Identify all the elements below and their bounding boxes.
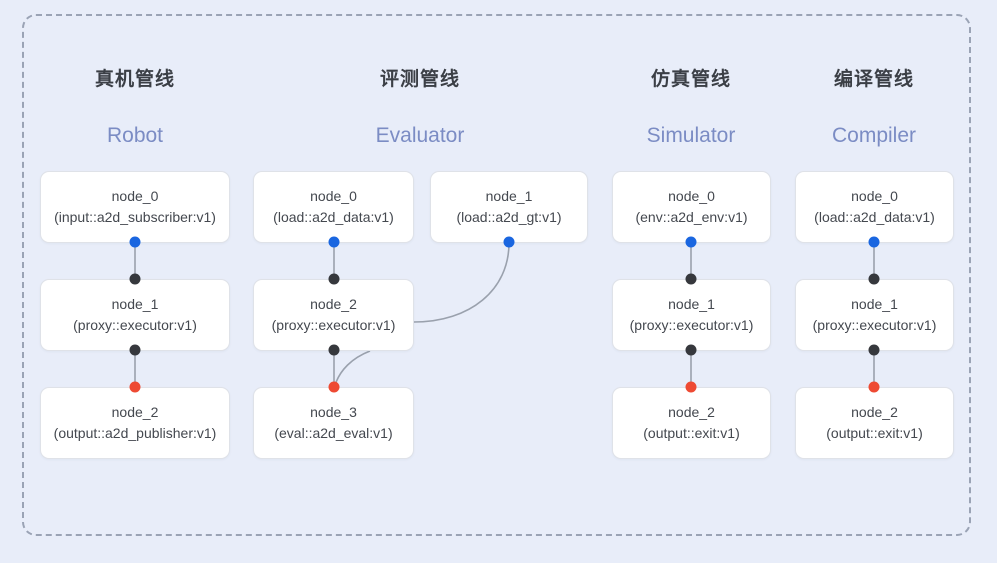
node-simulator-0[interactable]: node_0 (env::a2d_env:v1) — [612, 171, 771, 243]
port-output-evaluator-1[interactable] — [503, 236, 515, 248]
port-input-evaluator-2[interactable] — [328, 273, 340, 285]
node-name: node_1 — [485, 188, 533, 204]
node-robot-2[interactable]: node_2 (output::a2d_publisher:v1) — [40, 387, 230, 459]
node-type: (proxy::executor:v1) — [271, 317, 396, 333]
column-title-en-compiler: Compiler — [831, 124, 917, 147]
column-title-en-simulator: Simulator — [646, 124, 736, 147]
node-robot-0[interactable]: node_0 (input::a2d_subscriber:v1) — [40, 171, 230, 243]
column-title-en-robot: Robot — [106, 124, 164, 147]
node-type: (proxy::executor:v1) — [812, 317, 937, 333]
node-name: node_0 — [310, 188, 357, 204]
diagram-frame — [22, 14, 971, 536]
node-type: (load::a2d_data:v1) — [273, 209, 394, 225]
node-type: (input::a2d_subscriber:v1) — [54, 209, 216, 225]
node-name: node_1 — [851, 296, 898, 312]
node-name: node_2 — [111, 404, 159, 420]
node-type: (proxy::executor:v1) — [629, 317, 754, 333]
node-name: node_1 — [668, 296, 715, 312]
node-evaluator-3[interactable]: node_3 (eval::a2d_eval:v1) — [253, 387, 414, 459]
port-output-compiler-0[interactable] — [868, 236, 880, 248]
port-output-evaluator-2[interactable] — [328, 344, 340, 356]
column-title-en-evaluator: Evaluator — [375, 124, 465, 147]
node-type: (output::exit:v1) — [826, 425, 923, 441]
node-type: (proxy::executor:v1) — [73, 317, 197, 333]
node-type: (env::a2d_env:v1) — [635, 209, 748, 225]
node-evaluator-0[interactable]: node_0 (load::a2d_data:v1) — [253, 171, 414, 243]
node-simulator-1[interactable]: node_1 (proxy::executor:v1) — [612, 279, 771, 351]
node-name: node_0 — [668, 188, 715, 204]
node-type: (load::a2d_gt:v1) — [456, 209, 562, 225]
port-input-simulator-2[interactable] — [685, 381, 697, 393]
port-input-robot-1[interactable] — [129, 273, 141, 285]
node-type: (output::a2d_publisher:v1) — [53, 425, 217, 441]
port-input-compiler-1[interactable] — [868, 273, 880, 285]
node-name: node_3 — [310, 404, 357, 420]
port-output-compiler-1[interactable] — [868, 344, 880, 356]
port-output-robot-0[interactable] — [129, 236, 141, 248]
node-name: node_0 — [111, 188, 159, 204]
column-title-cn-evaluator: 评测管线 — [379, 69, 460, 90]
port-output-simulator-1[interactable] — [685, 344, 697, 356]
column-title-cn-simulator: 仿真管线 — [650, 69, 731, 90]
node-name: node_2 — [851, 404, 898, 420]
node-evaluator-1[interactable]: node_1 (load::a2d_gt:v1) — [430, 171, 588, 243]
node-evaluator-2[interactable]: node_2 (proxy::executor:v1) — [253, 279, 414, 351]
node-compiler-1[interactable]: node_1 (proxy::executor:v1) — [795, 279, 954, 351]
node-compiler-2[interactable]: node_2 (output::exit:v1) — [795, 387, 954, 459]
port-output-simulator-0[interactable] — [685, 236, 697, 248]
node-type: (output::exit:v1) — [643, 425, 740, 441]
port-input-simulator-1[interactable] — [685, 273, 697, 285]
port-output-robot-1[interactable] — [129, 344, 141, 356]
node-name: node_1 — [111, 296, 159, 312]
column-title-cn-compiler: 编译管线 — [833, 69, 914, 90]
node-name: node_2 — [668, 404, 715, 420]
node-robot-1[interactable]: node_1 (proxy::executor:v1) — [40, 279, 230, 351]
node-compiler-0[interactable]: node_0 (load::a2d_data:v1) — [795, 171, 954, 243]
node-name: node_0 — [851, 188, 898, 204]
port-output-evaluator-0[interactable] — [328, 236, 340, 248]
port-input-robot-2[interactable] — [129, 381, 141, 393]
port-input-evaluator-3[interactable] — [328, 381, 340, 393]
node-type: (eval::a2d_eval:v1) — [274, 425, 393, 441]
node-simulator-2[interactable]: node_2 (output::exit:v1) — [612, 387, 771, 459]
port-input-compiler-2[interactable] — [868, 381, 880, 393]
node-name: node_2 — [310, 296, 357, 312]
node-type: (load::a2d_data:v1) — [814, 209, 935, 225]
column-title-cn-robot: 真机管线 — [94, 69, 175, 90]
